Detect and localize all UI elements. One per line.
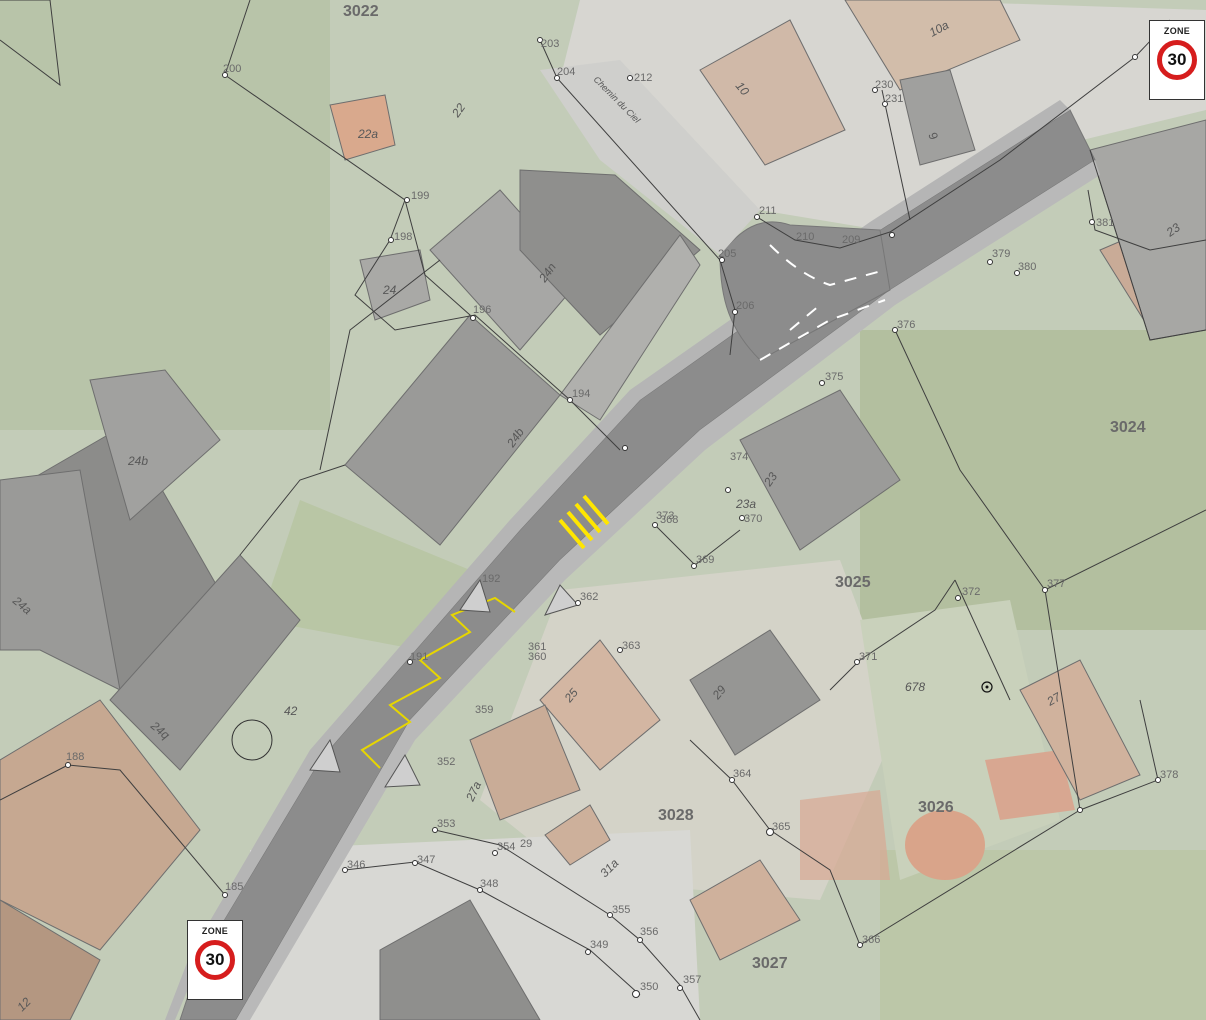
point-label: 194 (572, 388, 590, 400)
point-label: 196 (473, 304, 491, 316)
point-label: 362 (580, 591, 598, 603)
point-label: 209 (842, 234, 860, 246)
point-label: 366 (862, 934, 880, 946)
area-label: 678 (905, 680, 925, 694)
point-label: 349 (590, 939, 608, 951)
point-label: 355 (612, 904, 630, 916)
point-label: 373 (656, 510, 674, 522)
point-label: 371 (859, 651, 877, 663)
zone-sign-text: ZONE (1163, 26, 1191, 36)
point-label: 372 (962, 586, 980, 598)
point-label: 376 (897, 319, 915, 331)
point-label: 348 (480, 878, 498, 890)
point-label: 350 (640, 981, 658, 993)
point-label: 230 (875, 79, 893, 91)
zone-30-sign-top-right: ZONE 30 (1149, 20, 1205, 100)
point-label: 375 (825, 371, 843, 383)
building-label: 23 (760, 469, 780, 489)
point-label: 346 (347, 859, 365, 871)
point-label: 347 (417, 854, 435, 866)
point-label: 211 (759, 205, 777, 217)
point-label: 354 (497, 841, 515, 853)
parcel-label: 3025 (835, 574, 871, 591)
point-label: 185 (225, 881, 243, 893)
point-label: 231 (885, 93, 903, 105)
parcel-label: 3024 (1110, 419, 1146, 436)
point-label: 204 (557, 66, 575, 78)
point-label: 192 (482, 573, 500, 585)
point-label: 359 (475, 704, 493, 716)
point-label: 210 (796, 231, 814, 243)
point-label: 191 (410, 651, 428, 663)
point-label: 377 (1047, 578, 1065, 590)
building-label: 22 (448, 100, 468, 120)
point-label: 379 (992, 248, 1010, 260)
point-label: 361 (528, 641, 546, 653)
building-label: 42 (284, 704, 298, 718)
point-label: 353 (437, 818, 455, 830)
parcel-label: 3022 (343, 3, 379, 20)
point-label: 374 (730, 451, 748, 463)
point-label: 357 (683, 974, 701, 986)
point-label: 356 (640, 926, 658, 938)
building-label: 24b (127, 454, 148, 468)
point-label: 205 (718, 248, 736, 260)
point-label: 364 (733, 768, 751, 780)
point-label: 206 (736, 300, 754, 312)
point-label: 380 (1018, 261, 1036, 273)
point-label: 360 (528, 651, 546, 663)
speed-limit-circle-icon: 30 (195, 940, 235, 980)
parcel-label: 3027 (752, 955, 788, 972)
point-label: 352 (437, 756, 455, 768)
zone-30-sign-bottom-left: ZONE 30 (187, 920, 243, 1000)
point-label: 200 (223, 63, 241, 75)
point-label: 378 (1160, 769, 1178, 781)
building-label: 22a (357, 127, 378, 141)
point-label: 29 (520, 838, 532, 850)
point-label: 188 (66, 751, 84, 763)
point-label: 212 (634, 72, 652, 84)
speed-limit-circle-icon: 30 (1157, 40, 1197, 80)
point-label: 203 (541, 38, 559, 50)
building-label: 24 (382, 283, 397, 297)
speed-limit-number: 30 (205, 950, 225, 969)
point-label: 199 (411, 190, 429, 202)
building-label: 23 (1163, 220, 1183, 240)
building-label: 23a (735, 497, 756, 511)
point-label: 369 (696, 554, 714, 566)
point-label: 381 (1096, 217, 1114, 229)
parcel-label: 3026 (918, 799, 954, 816)
speed-limit-number: 30 (1167, 50, 1187, 69)
point-label: 368 (660, 514, 678, 526)
point-label: 198 (394, 231, 412, 243)
zone-sign-text: ZONE (201, 926, 229, 936)
point-label: 363 (622, 640, 640, 652)
parcel-label: 3028 (658, 807, 694, 824)
point-label: 365 (772, 821, 790, 833)
point-label: 370 (744, 513, 762, 525)
